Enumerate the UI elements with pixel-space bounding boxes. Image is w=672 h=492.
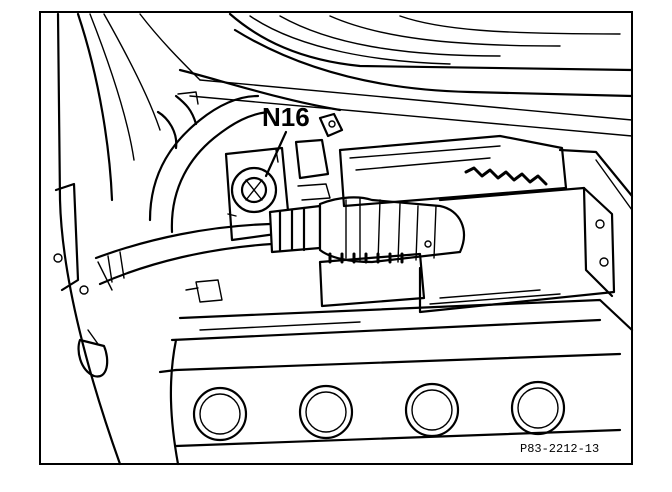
plug-opening-4 [510, 380, 566, 436]
diagram-frame [39, 11, 633, 465]
hood-panel [178, 12, 634, 137]
left-fender [53, 12, 201, 466]
plug-opening-3 [404, 382, 460, 438]
valve-cover [158, 298, 634, 466]
plug-opening-1 [192, 386, 248, 442]
plug-opening-2 [298, 384, 354, 440]
callout-leader [264, 130, 288, 178]
bracket [294, 112, 344, 201]
figure-reference-code: P83-2212-13 [520, 442, 599, 456]
air-intake-duct [268, 196, 465, 264]
callout-n16: N16 [262, 102, 310, 132]
connector-strip [185, 252, 426, 308]
vertical-hose [148, 91, 270, 234]
main-hose [94, 222, 274, 291]
air-filter-housing [338, 134, 634, 314]
